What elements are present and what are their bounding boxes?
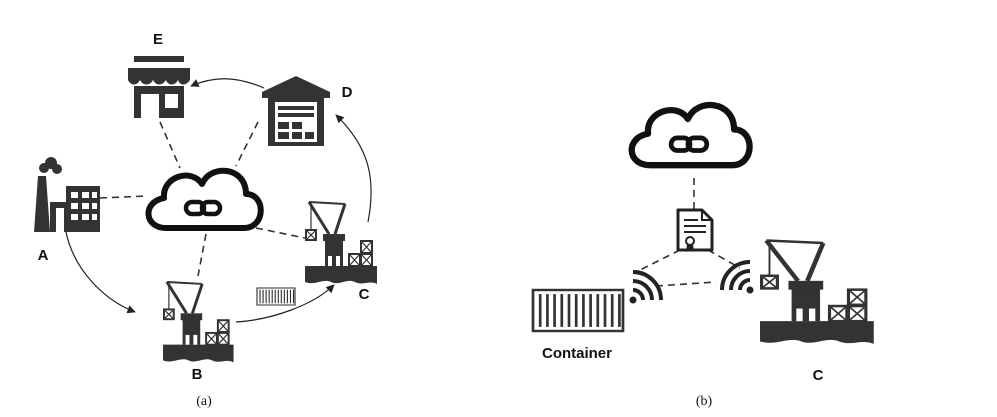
shipping-container-icon <box>531 288 625 333</box>
certificate-icon <box>676 208 714 252</box>
factory-icon <box>34 157 100 232</box>
node-label-b: B <box>192 366 203 383</box>
shipping-container-icon <box>256 287 296 306</box>
caption-a: (a) <box>196 394 212 409</box>
node-label-d: D <box>342 84 353 101</box>
node-label-e: E <box>153 31 163 48</box>
wireless-signal-icon <box>720 260 756 296</box>
node-label-a: A <box>38 247 49 264</box>
port-crane-icon <box>760 241 874 344</box>
node-label-c: C <box>359 286 370 303</box>
store-icon <box>128 56 190 118</box>
caption-b: (b) <box>696 394 713 409</box>
cloud-links-a <box>99 121 306 277</box>
port-label-c: C <box>813 367 824 384</box>
cloud-chain-icon <box>148 171 260 228</box>
wireless-signal-icon <box>627 270 663 306</box>
panel-b: Container C (b) <box>531 105 874 409</box>
warehouse-icon <box>262 76 330 146</box>
container-label: Container <box>542 345 612 362</box>
port-crane-icon <box>303 200 379 286</box>
port-crane-icon <box>161 280 236 364</box>
cloud-chain-icon <box>632 105 750 165</box>
panel-a: E D A C B (a) <box>34 31 379 409</box>
flow-arrows-a <box>65 78 372 323</box>
